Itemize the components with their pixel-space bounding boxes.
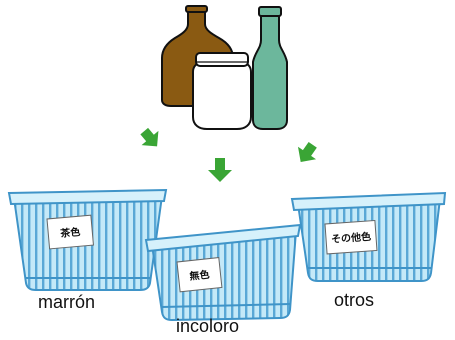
down-arrow-icon [292, 138, 322, 168]
green-bottle [253, 14, 287, 129]
bottles-group [162, 6, 287, 129]
caption-colorless: incoloro [176, 316, 239, 337]
clear-jar-lid [196, 53, 248, 66]
arrows-group [136, 124, 322, 182]
caption-brown: marrón [38, 292, 95, 313]
tag-brown: 茶色 [47, 215, 93, 249]
caption-other: otros [334, 290, 374, 311]
down-arrow-icon [136, 124, 166, 153]
clear-jar [193, 63, 251, 129]
brown-bottle-neck [186, 6, 207, 12]
tag-colorless: 無色 [177, 258, 222, 292]
tag-other: その他色 [325, 221, 377, 254]
down-arrow-icon [208, 158, 232, 182]
basket-brown: 茶色 [9, 190, 166, 290]
basket-colorless: 無色 [146, 225, 300, 320]
basket-other: その他色 [292, 193, 445, 281]
green-bottle-cap [259, 7, 281, 16]
